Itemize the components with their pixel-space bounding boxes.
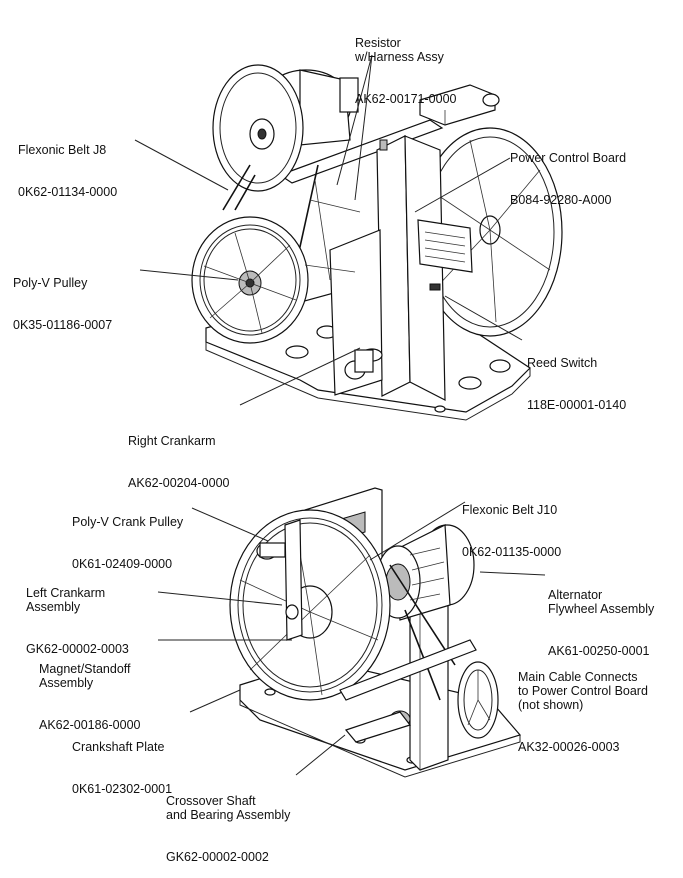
label-resistor-part: AK62-00171-0000 bbox=[355, 92, 457, 106]
label-poly-v-pulley-part: 0K35-01186-0007 bbox=[13, 318, 113, 332]
label-crankshaft-plate: Crankshaft Plate 0K61-02302-0001 bbox=[72, 712, 172, 810]
label-poly-v-crank-pulley-part: 0K61-02409-0000 bbox=[72, 557, 173, 571]
leader-left-crankarm bbox=[157, 591, 283, 606]
leader-alternator bbox=[479, 571, 546, 576]
leader-crankshaft-plate bbox=[189, 689, 241, 713]
label-crossover-shaft-name: Crossover Shaft and Bearing Assembly bbox=[166, 794, 291, 822]
label-right-crankarm-part: AK62-00204-0000 bbox=[128, 476, 230, 490]
label-right-crankarm: Right Crankarm AK62-00204-0000 bbox=[128, 406, 229, 504]
label-reed-switch: Reed Switch 118E-00001-0140 bbox=[527, 328, 626, 426]
label-crankshaft-plate-name: Crankshaft Plate bbox=[72, 740, 165, 754]
label-poly-v-pulley-name: Poly-V Pulley bbox=[13, 276, 88, 290]
label-left-crankarm: Left Crankarm Assembly GK62-00002-0003 bbox=[26, 558, 129, 670]
label-left-crankarm-name: Left Crankarm Assembly bbox=[26, 586, 106, 614]
label-resistor: Resistor w/Harness Assy AK62-00171-0000 bbox=[355, 8, 456, 120]
label-reed-switch-name: Reed Switch bbox=[527, 356, 598, 370]
label-poly-v-crank-pulley: Poly-V Crank Pulley 0K61-02409-0000 bbox=[72, 487, 183, 585]
label-magnet-standoff-part: AK62-00186-0000 bbox=[39, 718, 141, 732]
label-flexonic-j10-part: 0K62-01135-0000 bbox=[462, 545, 562, 559]
bottom-assembly-drawing bbox=[229, 487, 522, 778]
label-alternator-name: Alternator Flywheel Assembly bbox=[548, 588, 655, 616]
leader-reed-switch bbox=[444, 295, 523, 341]
label-flexonic-j8-name: Flexonic Belt J8 bbox=[18, 143, 107, 157]
leader-poly-v-crank-pulley bbox=[191, 507, 269, 542]
label-power-control-board-name: Power Control Board bbox=[510, 151, 627, 165]
label-poly-v-pulley: Poly-V Pulley 0K35-01186-0007 bbox=[13, 248, 112, 346]
label-crankshaft-plate-part: 0K61-02302-0001 bbox=[72, 782, 173, 796]
label-magnet-standoff: Magnet/Standoff Assembly AK62-00186-0000 bbox=[39, 634, 140, 746]
label-main-cable-part: AK32-00026-0003 bbox=[518, 740, 620, 754]
leader-resistor bbox=[336, 54, 373, 186]
leader-right-crankarm bbox=[239, 347, 361, 406]
label-alternator-part: AK61-00250-0001 bbox=[548, 644, 650, 658]
leader-crossover-shaft bbox=[295, 734, 346, 776]
label-poly-v-crank-pulley-name: Poly-V Crank Pulley bbox=[72, 515, 184, 529]
top-assembly-drawing bbox=[191, 64, 563, 421]
label-reed-switch-part: 118E-00001-0140 bbox=[527, 398, 627, 412]
label-main-cable-name: Main Cable Connects to Power Control Boa… bbox=[518, 670, 648, 712]
leader-poly-v-pulley bbox=[139, 269, 239, 281]
leader-power-control-board bbox=[414, 157, 511, 213]
label-power-control-board: Power Control Board B084-92280-A000 bbox=[510, 123, 626, 221]
label-flexonic-j8: Flexonic Belt J8 0K62-01134-0000 bbox=[18, 115, 117, 213]
label-main-cable: Main Cable Connects to Power Control Boa… bbox=[518, 642, 648, 768]
label-flexonic-j8-part: 0K62-01134-0000 bbox=[18, 185, 118, 199]
label-alternator: Alternator Flywheel Assembly AK61-00250-… bbox=[548, 560, 654, 672]
label-flexonic-j10: Flexonic Belt J10 0K62-01135-0000 bbox=[462, 475, 561, 573]
label-crossover-shaft-part: GK62-00002-0002 bbox=[166, 850, 269, 864]
label-flexonic-j10-name: Flexonic Belt J10 bbox=[462, 503, 558, 517]
label-resistor-name: Resistor w/Harness Assy bbox=[355, 36, 444, 64]
leader-lines bbox=[134, 54, 546, 776]
label-crossover-shaft: Crossover Shaft and Bearing Assembly GK6… bbox=[166, 766, 290, 878]
parts-diagram bbox=[134, 54, 563, 778]
label-right-crankarm-name: Right Crankarm bbox=[128, 434, 216, 448]
leader-flexonic-j8 bbox=[134, 139, 229, 191]
label-magnet-standoff-name: Magnet/Standoff Assembly bbox=[39, 662, 131, 690]
label-left-crankarm-part: GK62-00002-0003 bbox=[26, 642, 129, 656]
leader-flexonic-j10 bbox=[369, 501, 466, 561]
label-power-control-board-part: B084-92280-A000 bbox=[510, 193, 612, 207]
